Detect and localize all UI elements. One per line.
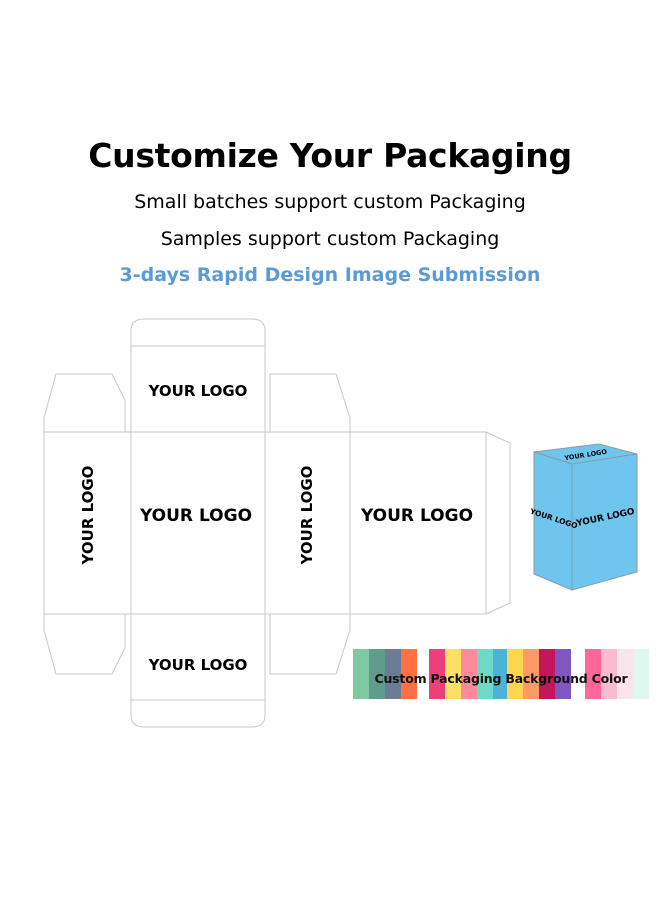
color-swatch — [353, 649, 369, 699]
page-title: Customize Your Packaging — [88, 136, 572, 175]
back-panel — [349, 431, 487, 615]
color-swatch — [523, 649, 539, 699]
bottom-panel — [130, 613, 266, 701]
color-swatch — [385, 649, 401, 699]
bottom-right-dust-flap — [269, 614, 351, 675]
box-mockup: YOUR LOGO YOUR LOGO YOUR LOGO — [528, 443, 638, 591]
logo-back-panel: YOUR LOGO — [360, 506, 473, 526]
subtitle-samples: Samples support custom Packaging — [160, 228, 500, 250]
logo-top-panel: YOUR LOGO — [148, 382, 248, 400]
color-swatch — [585, 649, 601, 699]
swatch-group-1 — [353, 649, 417, 699]
top-left-dust-flap — [43, 373, 126, 432]
background-color-swatches: Custom Packaging Background Color — [353, 649, 649, 699]
color-swatch — [445, 649, 461, 699]
logo-bottom-panel: YOUR LOGO — [148, 656, 248, 674]
color-swatch — [429, 649, 445, 699]
swatch-group-4 — [585, 649, 649, 699]
subtitle-rapid-design: 3-days Rapid Design Image Submission — [119, 264, 541, 286]
color-swatch — [633, 649, 649, 699]
color-swatch — [493, 649, 509, 699]
bottom-left-dust-flap — [43, 614, 126, 675]
swatch-group-3 — [507, 649, 571, 699]
swatch-label: Custom Packaging Background Color — [374, 671, 628, 686]
color-swatch — [477, 649, 493, 699]
color-swatch — [507, 649, 523, 699]
color-swatch — [601, 649, 617, 699]
color-swatch — [617, 649, 633, 699]
box-mockup-front-face — [571, 453, 638, 591]
bottom-tuck-flap — [130, 700, 266, 728]
logo-left-side: YOUR LOGO — [79, 466, 97, 566]
color-swatch — [461, 649, 477, 699]
subtitle-small-batches: Small batches support custom Packaging — [134, 191, 526, 213]
color-swatch — [401, 649, 417, 699]
color-swatch — [555, 649, 571, 699]
color-swatch — [369, 649, 385, 699]
top-right-dust-flap — [269, 373, 351, 432]
logo-right-side: YOUR LOGO — [298, 466, 316, 566]
logo-front-panel: YOUR LOGO — [139, 506, 252, 526]
glue-flap — [485, 431, 511, 615]
swatch-group-2 — [429, 649, 509, 699]
top-tuck-flap — [130, 318, 266, 346]
color-swatch — [539, 649, 555, 699]
